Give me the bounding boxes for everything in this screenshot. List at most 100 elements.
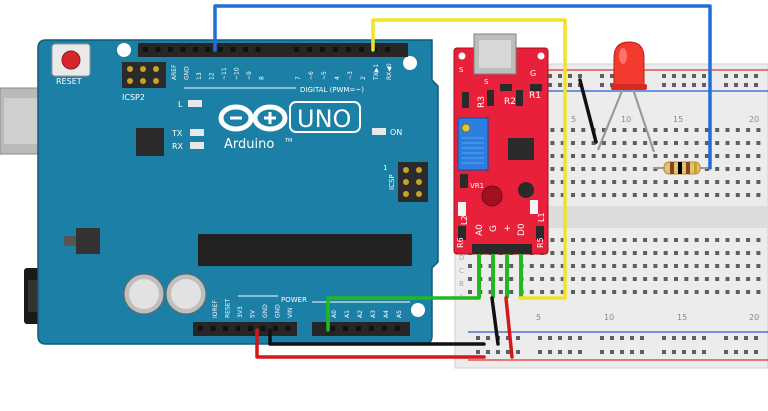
power-pin-label: RESET: [225, 298, 232, 318]
power-pin-label: VIN: [287, 308, 294, 318]
digital-pin-label: 2: [360, 76, 367, 80]
sound-sensor-module: S S G R3 R2 R1 VR1 L2 L1 R6 R5 A0 G: [453, 33, 549, 298]
analog-pin-label: A3: [370, 310, 377, 318]
bb-top-number-20: 20: [749, 115, 759, 124]
led-tx-label: TX: [171, 129, 183, 138]
digital-pin-label: ~5: [321, 71, 328, 80]
digital-pin-label: TX▶1: [373, 64, 380, 81]
digital-pin-labels: AREF GND 13 12 ~11 ~10 ~9 8 7 ~6 ~5 4 ~3 2 TX▶1 RX◀0: [171, 63, 393, 81]
analog-pin-label: A2: [357, 310, 364, 318]
led-on: [372, 128, 386, 135]
module-label-g: G: [530, 69, 536, 78]
icsp-pin-one: 1: [383, 164, 387, 172]
power-label: POWER: [281, 296, 307, 304]
module-header: [472, 244, 532, 254]
power-pin-label: 5V: [250, 309, 257, 318]
bb-bottom-number-5: 5: [536, 313, 541, 322]
red-led: [596, 41, 656, 153]
module-r3-label: R3: [477, 96, 487, 108]
resistor: [654, 161, 708, 175]
icsp2-header: [122, 62, 166, 88]
icsp-header: [398, 162, 428, 202]
analog-pin-labels: A0 A1 A2 A3 A4 A5: [331, 310, 403, 318]
module-pin-a0: A0: [475, 224, 485, 236]
digital-pin-label: ~10: [234, 67, 241, 80]
brand-name: Arduino: [224, 137, 274, 152]
module-pin-d0: D0: [517, 223, 527, 236]
power-pin-label: 3V3: [237, 306, 244, 318]
power-pin-label: GND: [275, 304, 282, 318]
digital-pin-label: 7: [295, 76, 302, 80]
module-vr1-label: VR1: [470, 182, 484, 190]
atmega-chip: [198, 234, 412, 266]
bb-row-letter-b: B: [459, 280, 464, 288]
module-r5-label: R5: [536, 237, 545, 248]
analog-pin-label: A5: [396, 310, 403, 318]
analog-pin-label: A0: [331, 310, 338, 318]
bb-row-letter-c: C: [459, 267, 464, 275]
analog-pin-label: A4: [383, 310, 390, 318]
mounting-hole: [411, 303, 425, 317]
module-r2-label: R2: [504, 97, 516, 107]
power-pin-labels: IOREF RESET 3V3 5V GND GND VIN: [212, 298, 294, 318]
power-pin-label: GND: [262, 304, 269, 318]
bb-top-number-10: 10: [621, 115, 631, 124]
power-header: [193, 322, 297, 336]
reset-label: RESET: [56, 77, 82, 86]
module-r1-label: R1: [529, 91, 541, 101]
digital-pin-label: AREF: [171, 64, 178, 80]
module-l2-label: L2: [460, 215, 469, 225]
arduino-logo: [218, 104, 288, 132]
voltage-regulator: [76, 228, 100, 254]
bb-bottom-number-20: 20: [749, 313, 759, 322]
digital-pin-label: RX◀0: [386, 63, 393, 80]
digital-pin-label: ~9: [246, 71, 253, 80]
module-pin-g: G: [489, 225, 499, 232]
module-r6-label: R6: [456, 237, 465, 248]
led-rx: [190, 142, 204, 149]
digital-pin-label: ~3: [347, 71, 354, 80]
usb-chip: [136, 128, 164, 156]
uno-badge: [289, 101, 361, 133]
digital-label: DIGITAL (PWM=~): [300, 86, 364, 94]
digital-header: [138, 43, 408, 57]
digital-pin-label: 13: [196, 72, 203, 80]
power-pin-label: IOREF: [212, 300, 219, 318]
digital-pin-label: ~6: [308, 71, 315, 80]
arduino-pcb: [37, 39, 439, 345]
module-pin-plus: +: [503, 224, 513, 232]
digital-pin-label: 4: [334, 76, 341, 80]
module-label-s1: S: [459, 66, 464, 74]
bb-bottom-number-15: 15: [677, 313, 687, 322]
digital-pin-label: GND: [184, 66, 191, 80]
wires: [213, 4, 712, 359]
mounting-hole: [403, 56, 417, 70]
module-capacitor: [518, 182, 534, 198]
wire-green: [326, 296, 481, 332]
bb-top-number-5: 5: [571, 115, 576, 124]
module-l1-label: L1: [537, 212, 546, 222]
wire-blue: [213, 4, 712, 170]
wire-black-led: [578, 78, 598, 144]
led-l: [188, 100, 202, 107]
digital-pin-label: 8: [259, 76, 266, 80]
bb-bottom-number-10: 10: [604, 313, 614, 322]
icsp2-label: ICSP2: [122, 93, 145, 102]
wire-yellow: [371, 18, 567, 300]
module-label-s2: S: [484, 78, 489, 86]
trademark: TM: [284, 138, 292, 144]
wire-black-gnd: [268, 296, 500, 346]
led-rx-label: RX: [172, 142, 184, 151]
comparator-chip: [508, 138, 534, 160]
digital-pin-label: ~11: [221, 67, 228, 80]
model-name: UNO: [297, 105, 351, 133]
led-l-label: L: [178, 100, 183, 109]
wire-red-5v: [255, 296, 514, 359]
icsp-label: ICSP: [388, 174, 396, 190]
mounting-hole: [117, 43, 131, 57]
led-tx: [190, 129, 204, 136]
analog-pin-label: A1: [344, 310, 351, 318]
digital-pin-label: 12: [209, 72, 216, 80]
